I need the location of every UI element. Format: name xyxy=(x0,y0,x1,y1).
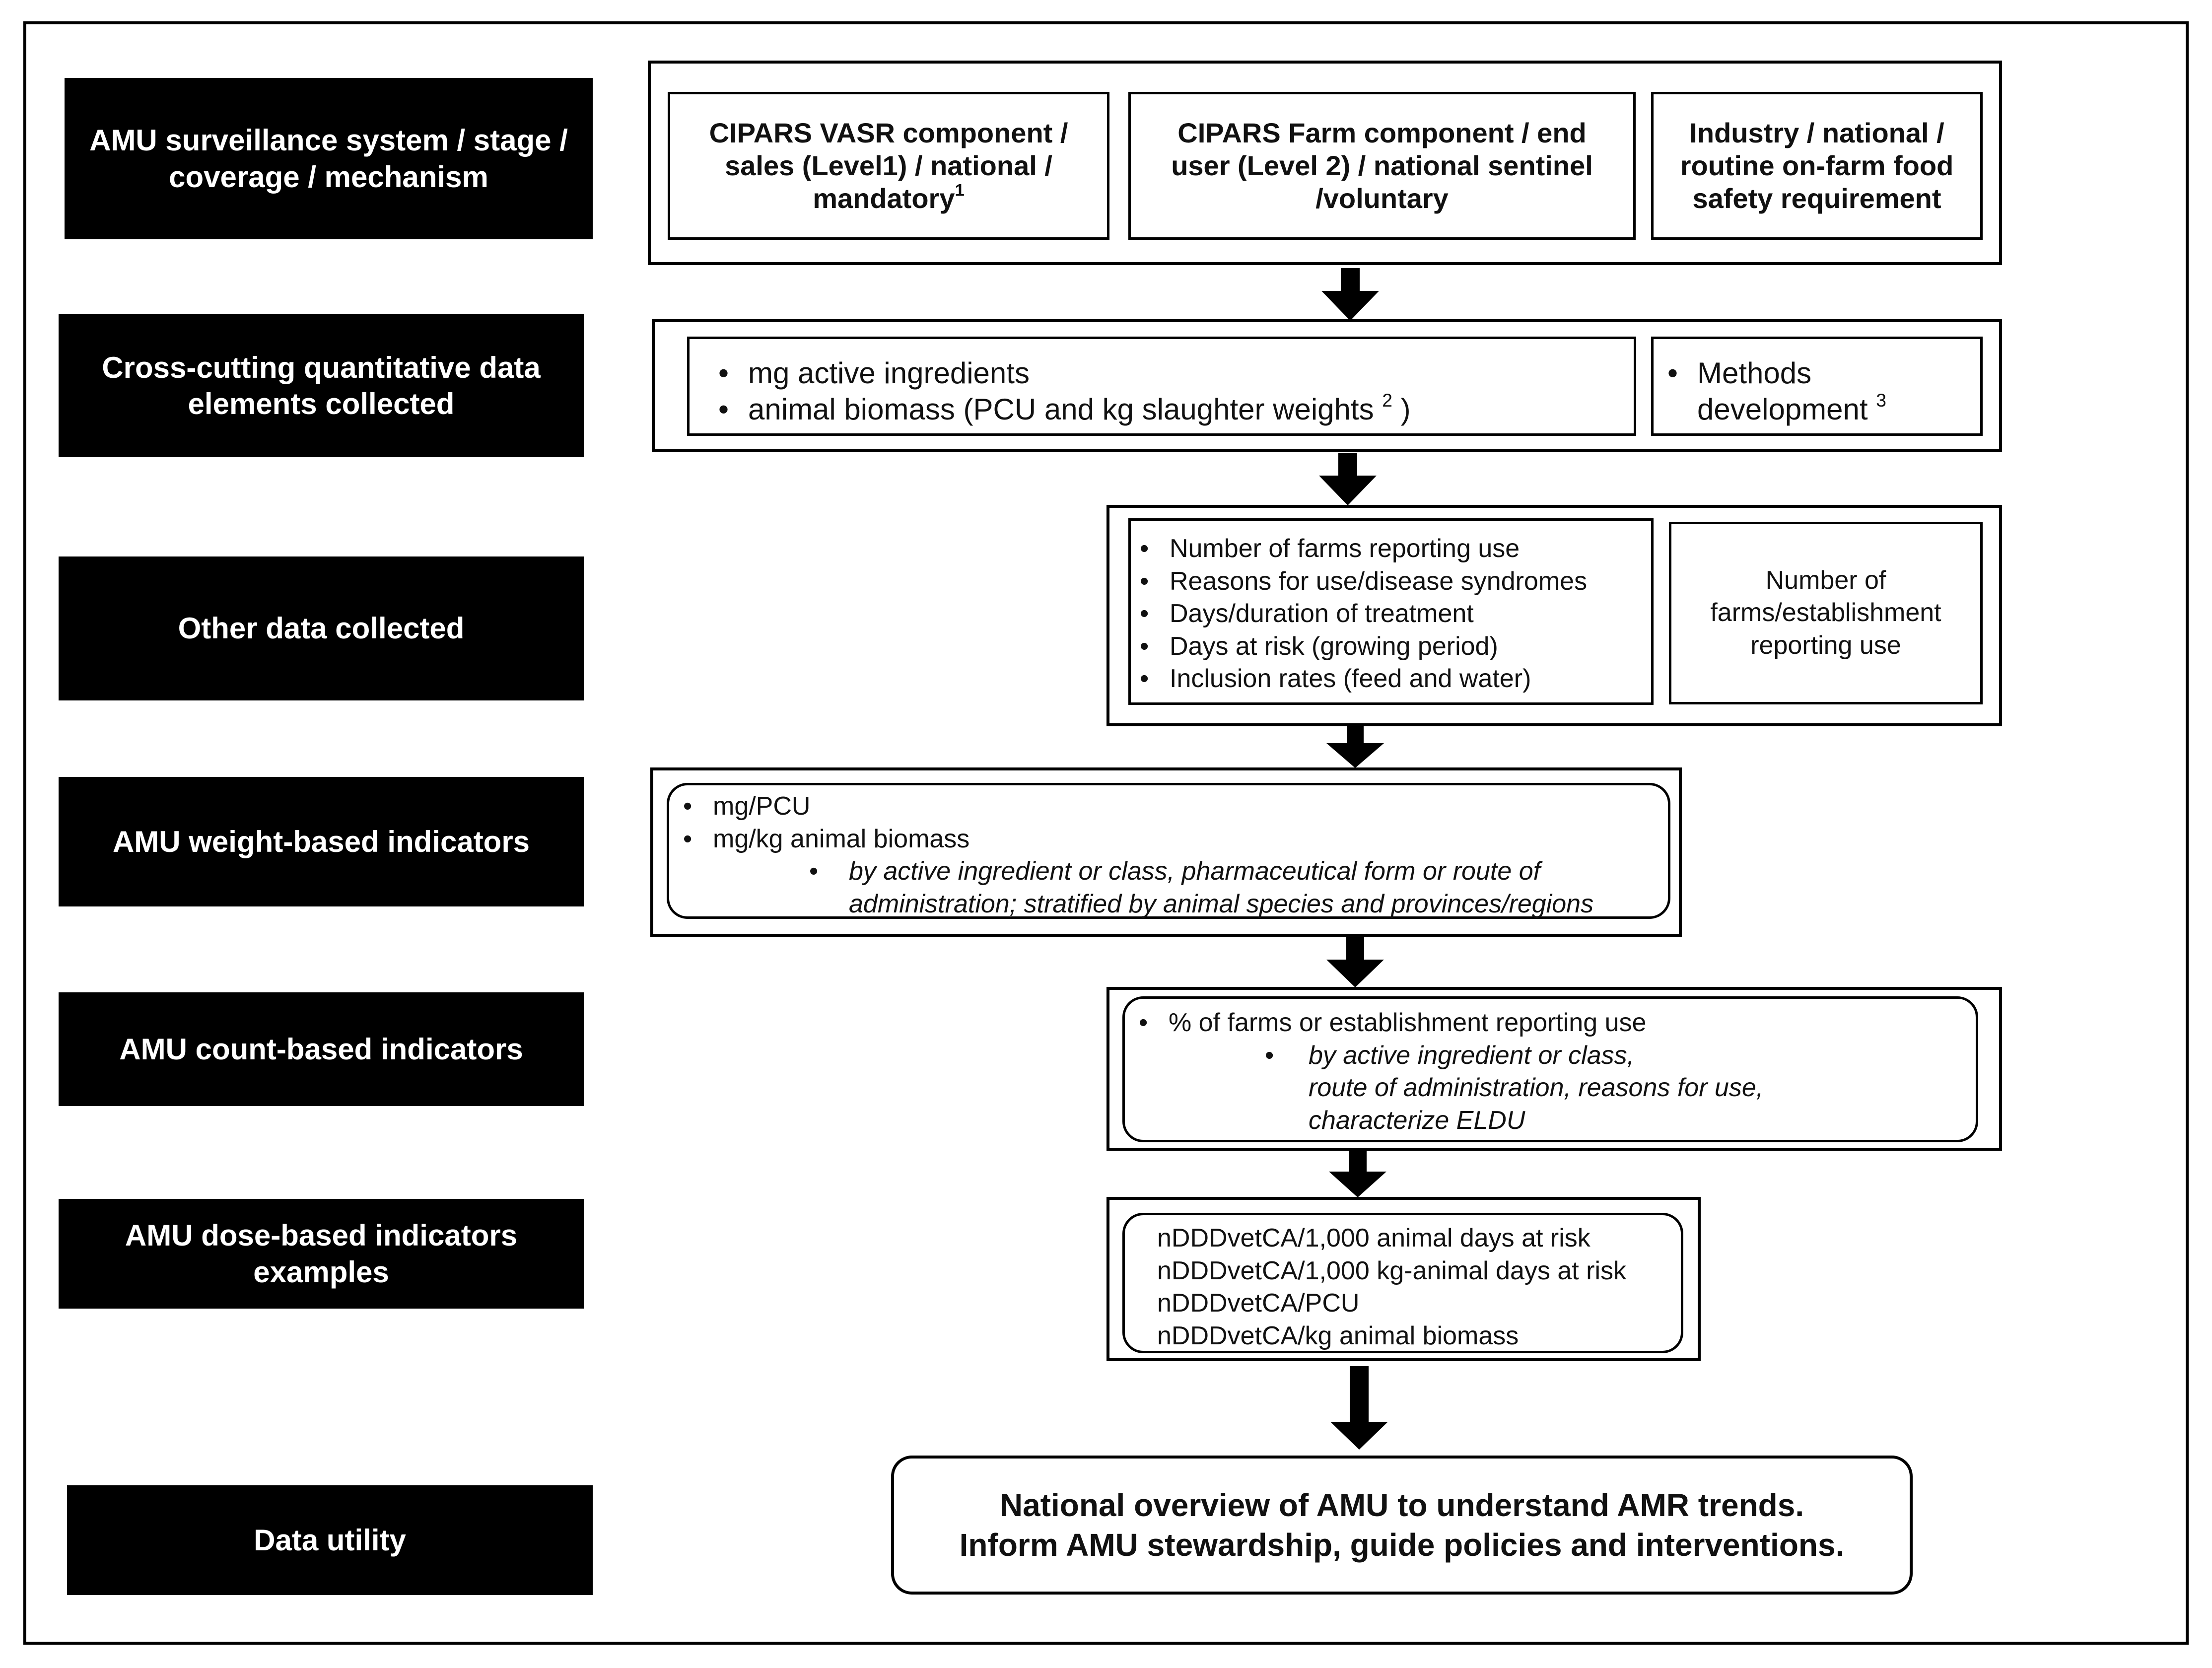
list-item-text: mg/PCU xyxy=(713,792,811,821)
down-arrow-icon xyxy=(1326,726,1384,768)
list-item: Days at risk (growing period) xyxy=(1131,630,1646,663)
cipars-vasr-box: CIPARS VASR component / sales (Level1) /… xyxy=(668,92,1109,240)
list-subitem-text: by active ingredient or class, pharmaceu… xyxy=(849,857,1541,886)
weight-based-list: mg/PCU mg/kg animal biomass by active in… xyxy=(674,790,1663,920)
data-utility-line: Inform AMU stewardship, guide policies a… xyxy=(959,1527,1845,1563)
list-item: Inclusion rates (feed and water) xyxy=(1131,663,1646,695)
dose-based-box: nDDDvetCA/1,000 animal days at risk nDDD… xyxy=(1122,1213,1683,1353)
cipars-vasr-text: CIPARS VASR component / sales (Level1) /… xyxy=(685,117,1092,215)
list-subitem-text: route of administration, reasons for use… xyxy=(1309,1073,1764,1103)
quantitative-elements-box: mg active ingredients animal biomass (PC… xyxy=(687,337,1636,436)
list-item-text: mg/kg animal biomass xyxy=(713,824,970,853)
count-based-list: % of farms or establishment reporting us… xyxy=(1130,1007,1971,1137)
other-data-list: Number of farms reporting use Reasons fo… xyxy=(1131,533,1646,695)
dose-line: nDDDvetCA/PCU xyxy=(1157,1289,1360,1318)
list-item-text-end: ) xyxy=(1392,393,1411,426)
list-item: Methods development 3 xyxy=(1659,355,1975,427)
label-count-based-indicators: AMU count-based indicators xyxy=(59,992,584,1106)
label-cross-cutting-data: Cross-cutting quantitative data elements… xyxy=(59,314,584,457)
label-weight-based-indicators: AMU weight-based indicators xyxy=(59,777,584,906)
down-arrow-icon xyxy=(1321,268,1379,321)
down-arrow-icon xyxy=(1329,1151,1386,1197)
list-item-text: mg active ingredients xyxy=(748,356,1030,390)
methods-development-box: Methods development 3 xyxy=(1651,337,1983,436)
list-item: mg active ingredients xyxy=(709,355,1624,391)
footnote-3: 3 xyxy=(1876,390,1886,411)
data-utility-box: National overview of AMU to understand A… xyxy=(891,1456,1913,1595)
list-item: Days/duration of treatment xyxy=(1131,598,1646,630)
down-arrow-icon xyxy=(1330,1366,1388,1450)
list-item-text: Reasons for use/disease syndromes xyxy=(1170,566,1588,596)
label-data-utility: Data utility xyxy=(67,1485,593,1595)
list-item-text: animal biomass (PCU and kg slaughter wei… xyxy=(748,393,1382,426)
data-utility-line: National overview of AMU to understand A… xyxy=(999,1487,1804,1523)
label-surveillance-system: AMU surveillance system / stage / covera… xyxy=(65,78,593,239)
list-subitem-text: administration; stratified by animal spe… xyxy=(849,889,1594,918)
list-item: mg/kg animal biomass xyxy=(674,823,1663,856)
dose-line: nDDDvetCA/1,000 animal days at risk xyxy=(1157,1224,1590,1252)
label-dose-based-indicators: AMU dose-based indicators examples xyxy=(59,1199,584,1309)
industry-box: Industry / national / routine on-farm fo… xyxy=(1651,92,1983,240)
diagram-frame xyxy=(23,21,2189,1645)
down-arrow-icon xyxy=(1319,453,1377,505)
other-data-list-box: Number of farms reporting use Reasons fo… xyxy=(1128,518,1654,705)
list-subitem-text: characterize ELDU xyxy=(1309,1106,1525,1135)
list-item: Reasons for use/disease syndromes xyxy=(1131,565,1646,598)
list-item-text: Days/duration of treatment xyxy=(1170,599,1474,628)
cipars-vasr-label: CIPARS VASR component / sales (Level1) /… xyxy=(709,117,1068,214)
list-item-text: Number of farms reporting use xyxy=(1170,534,1520,563)
list-subitem: by active ingredient or class, xyxy=(1130,1040,1971,1072)
footnote-2: 2 xyxy=(1382,390,1392,411)
quantitative-elements-list: mg active ingredients animal biomass (PC… xyxy=(709,355,1624,428)
footnote-1: 1 xyxy=(955,181,965,200)
list-item-text: Inclusion rates (feed and water) xyxy=(1170,664,1531,694)
farms-establishment-box: Number of farms/establishment reporting … xyxy=(1669,522,1983,704)
list-item: mg/PCU xyxy=(674,790,1663,823)
methods-text: Methods development xyxy=(1697,356,1876,426)
data-utility-text: National overview of AMU to understand A… xyxy=(960,1485,1845,1565)
dose-line: nDDDvetCA/kg animal biomass xyxy=(1157,1321,1519,1350)
list-item: Number of farms reporting use xyxy=(1131,533,1646,565)
list-subitem-continued: route of administration, reasons for use… xyxy=(1130,1072,1971,1105)
list-item-text: % of farms or establishment reporting us… xyxy=(1169,1008,1647,1037)
list-item: animal biomass (PCU and kg slaughter wei… xyxy=(709,390,1624,428)
list-subitem-text: by active ingredient or class, xyxy=(1309,1041,1635,1070)
list-subitem: by active ingredient or class, pharmaceu… xyxy=(674,855,1663,888)
list-subitem-continued: characterize ELDU xyxy=(1130,1105,1971,1137)
list-item-text: Days at risk (growing period) xyxy=(1170,631,1498,661)
weight-based-box: mg/PCU mg/kg animal biomass by active in… xyxy=(667,783,1670,919)
methods-list: Methods development 3 xyxy=(1659,355,1975,427)
list-subitem-continued: administration; stratified by animal spe… xyxy=(674,888,1663,921)
cipars-farm-box: CIPARS Farm component / end user (Level … xyxy=(1128,92,1636,240)
label-other-data: Other data collected xyxy=(59,556,584,700)
dose-line: nDDDvetCA/1,000 kg-animal days at risk xyxy=(1157,1256,1627,1285)
down-arrow-icon xyxy=(1326,937,1384,987)
count-based-box: % of farms or establishment reporting us… xyxy=(1122,996,1978,1142)
list-item: % of farms or establishment reporting us… xyxy=(1130,1007,1971,1040)
